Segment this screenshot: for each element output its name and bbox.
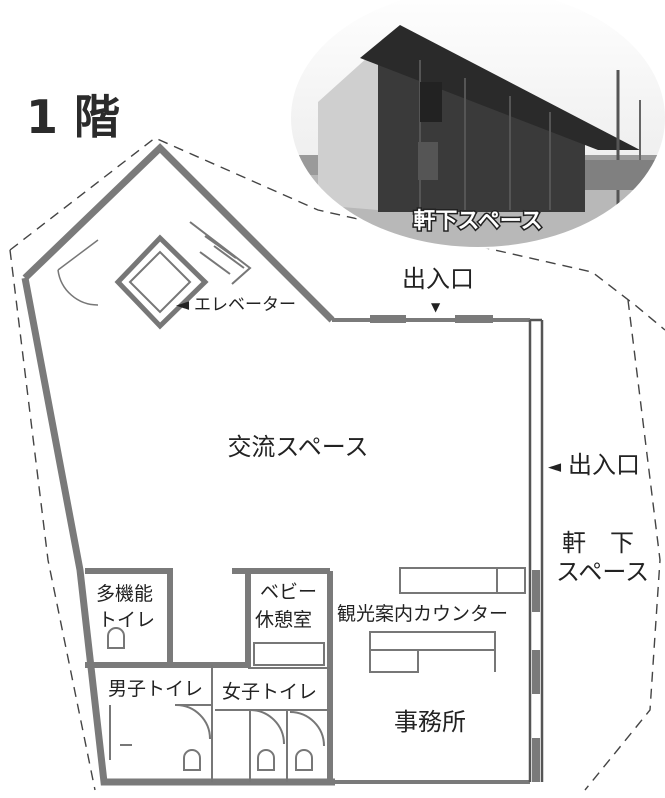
elevator-label: エレベーター — [194, 295, 296, 315]
exchange-space-label: 交流スペース — [227, 433, 368, 461]
entrance-top-label: 出入口 — [402, 265, 474, 293]
storefront-walls — [332, 318, 530, 784]
womens-toilet-label: 女子トイレ — [222, 681, 317, 703]
floor-title: 1 階 — [26, 90, 120, 144]
baby-room-label-line1: ベビー — [260, 581, 317, 603]
site-boundary-left — [9, 249, 96, 791]
stair-core — [114, 221, 252, 330]
entrance-top-arrow-icon: ▼ — [431, 300, 441, 314]
toilet-fixtures — [107, 627, 325, 771]
elevator-arrow-icon: ◄ — [176, 295, 190, 315]
eaves-label-line1: 軒 下 — [562, 529, 634, 557]
mens-toilet-label: 男子トイレ — [108, 678, 203, 700]
entrance-right-label: 出入口 — [568, 451, 640, 479]
tourist-counter-label: 観光案内カウンター — [337, 603, 508, 625]
elevator-label-group: ◄ エレベーター — [176, 295, 296, 315]
baby-room-label-line2: 休憩室 — [255, 609, 312, 631]
baby-room-counter — [253, 642, 325, 666]
building-photo — [290, 0, 665, 248]
counter-fixtures — [369, 567, 526, 673]
right-facade-posts — [532, 570, 540, 782]
door-swing — [57, 239, 99, 306]
site-boundary-right — [584, 299, 661, 791]
multi-toilet-label-line2: トイレ — [98, 609, 155, 631]
eaves-label-line2: スペース — [556, 558, 649, 586]
office-label: 事務所 — [394, 708, 466, 736]
photo-caption: 軒下スペース — [413, 208, 542, 234]
interior-walls — [85, 568, 333, 782]
outer-walls — [21, 143, 335, 786]
entrance-right-arrow-icon: ◄ — [548, 457, 562, 477]
multi-toilet-label-line1: 多機能 — [96, 583, 153, 605]
thin-partitions — [175, 665, 330, 782]
right-facade — [528, 318, 544, 782]
entrance-panels — [370, 315, 493, 323]
